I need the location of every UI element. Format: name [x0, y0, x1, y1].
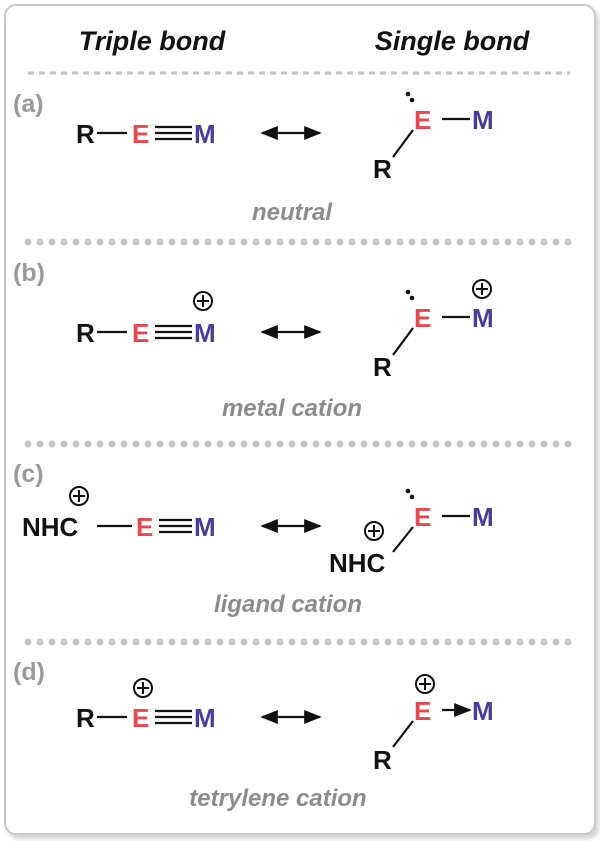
atom-e: E [132, 119, 149, 149]
atom-e: E [132, 703, 149, 733]
panel-caption: neutral [252, 199, 333, 226]
panel-d: (d) R E M E M R tetrylene cation [13, 658, 494, 812]
positive-charge-icon [69, 486, 89, 506]
atom-m: M [194, 512, 216, 542]
positive-charge-icon [133, 678, 153, 698]
header-triple-bond: Triple bond [79, 26, 226, 56]
triple-bond [155, 125, 192, 141]
atom-m: M [194, 318, 216, 348]
positive-charge-icon [472, 279, 492, 299]
atom-e: E [414, 502, 431, 532]
single-bond [392, 129, 414, 158]
lone-pair [405, 289, 415, 301]
triple-bond [155, 324, 192, 340]
atom-nhc: NHC [329, 548, 386, 578]
atom-m: M [472, 105, 494, 135]
atom-e: E [132, 318, 149, 348]
single-bond [392, 327, 414, 356]
single-bond [392, 720, 414, 748]
panel-label: (a) [13, 90, 44, 118]
panel-caption: tetrylene cation [189, 785, 366, 812]
single-bond [392, 526, 414, 553]
panel-b: (b) R E M E M R metal cation [13, 259, 494, 422]
positive-charge-icon [364, 521, 384, 541]
atom-m: M [472, 502, 494, 532]
atom-m: M [194, 703, 216, 733]
atom-r: R [373, 352, 392, 382]
panel-label: (b) [13, 259, 45, 287]
atom-r: R [76, 703, 95, 733]
atom-r: R [373, 745, 392, 775]
panel-a: (a) R E M E M R neutral [13, 90, 494, 226]
atom-e: E [414, 105, 431, 135]
positive-charge-icon [193, 291, 213, 311]
panel-c: (c) NHC E M E M NHC ligand cation [13, 460, 494, 618]
triple-bond [159, 518, 192, 534]
lone-pair [405, 91, 415, 103]
panel-label: (d) [13, 658, 45, 686]
header-single-bond: Single bond [375, 26, 530, 56]
atom-m: M [472, 696, 494, 726]
atom-m: M [472, 303, 494, 333]
positive-charge-icon [415, 674, 435, 694]
atom-e: E [136, 512, 153, 542]
atom-m: M [194, 119, 216, 149]
atom-e: E [414, 696, 431, 726]
atom-r: R [373, 154, 392, 184]
triple-bond [155, 709, 192, 725]
panel-caption: metal cation [222, 395, 362, 422]
atom-nhc: NHC [22, 512, 79, 542]
diagram-frame [4, 4, 596, 835]
panel-caption: ligand cation [214, 591, 362, 618]
atom-e: E [414, 303, 431, 333]
panel-label: (c) [13, 460, 44, 488]
atom-r: R [76, 318, 95, 348]
atom-r: R [76, 119, 95, 149]
lone-pair [405, 488, 415, 500]
